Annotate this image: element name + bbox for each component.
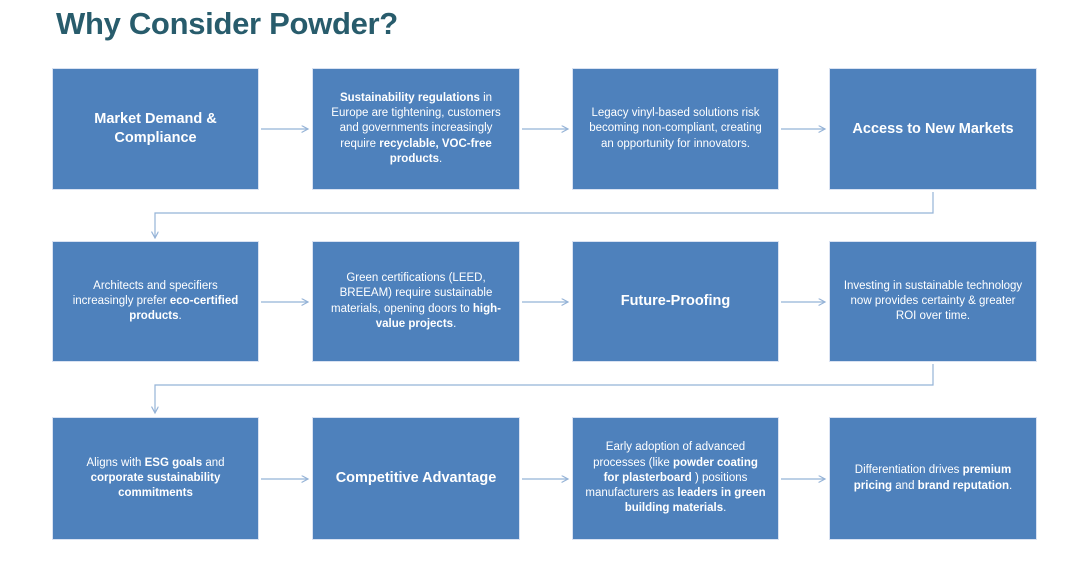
elbow-down-connector xyxy=(155,364,934,413)
flow-box-market-demand-compliance: Market Demand & Compliance xyxy=(52,68,259,190)
flow-box-text: Future-Proofing xyxy=(620,293,731,310)
page-title: Why Consider Powder? xyxy=(56,6,398,41)
elbow-down-connector xyxy=(155,192,934,238)
flow-box-sustainability-regulations: Sustainability regulations in Europe are… xyxy=(312,68,520,190)
flow-box-text: Early adoption of advanced processes (li… xyxy=(585,441,766,515)
flow-box-architects-specifiers: Architects and specifiers increasingly p… xyxy=(52,241,259,362)
flow-box-differentiation: Differentiation drives premium pricing a… xyxy=(829,417,1037,540)
flow-box-text: Aligns with ESG goals and corporate sust… xyxy=(86,456,225,500)
flow-box-text: Green certifications (LEED, BREEAM) requ… xyxy=(330,271,502,330)
flow-box-text: Differentiation drives premium pricing a… xyxy=(853,464,1013,492)
flow-box-text: Market Demand & Compliance xyxy=(94,111,217,146)
flow-box-competitive-advantage: Competitive Advantage xyxy=(312,417,520,540)
flow-box-green-certifications: Green certifications (LEED, BREEAM) requ… xyxy=(312,241,520,362)
flow-box-access-new-markets: Access to New Markets xyxy=(829,68,1037,190)
flow-box-text: Competitive Advantage xyxy=(335,470,497,487)
flow-box-text: Legacy vinyl-based solutions risk becomi… xyxy=(589,107,762,150)
flow-box-investing-sustainable-roi: Investing in sustainable technology now … xyxy=(829,241,1037,362)
flow-box-early-adoption: Early adoption of advanced processes (li… xyxy=(572,417,779,540)
flow-box-text: Architects and specifiers increasingly p… xyxy=(72,279,239,323)
flow-box-text: Access to New Markets xyxy=(852,120,1014,137)
flow-box-text: Investing in sustainable technology now … xyxy=(843,279,1023,323)
flow-box-esg-alignment: Aligns with ESG goals and corporate sust… xyxy=(52,417,259,540)
flow-box-legacy-vinyl-risk: Legacy vinyl-based solutions risk becomi… xyxy=(572,68,779,190)
flow-box-future-proofing: Future-Proofing xyxy=(572,241,779,362)
flow-box-text: Sustainability regulations in Europe are… xyxy=(331,91,501,165)
